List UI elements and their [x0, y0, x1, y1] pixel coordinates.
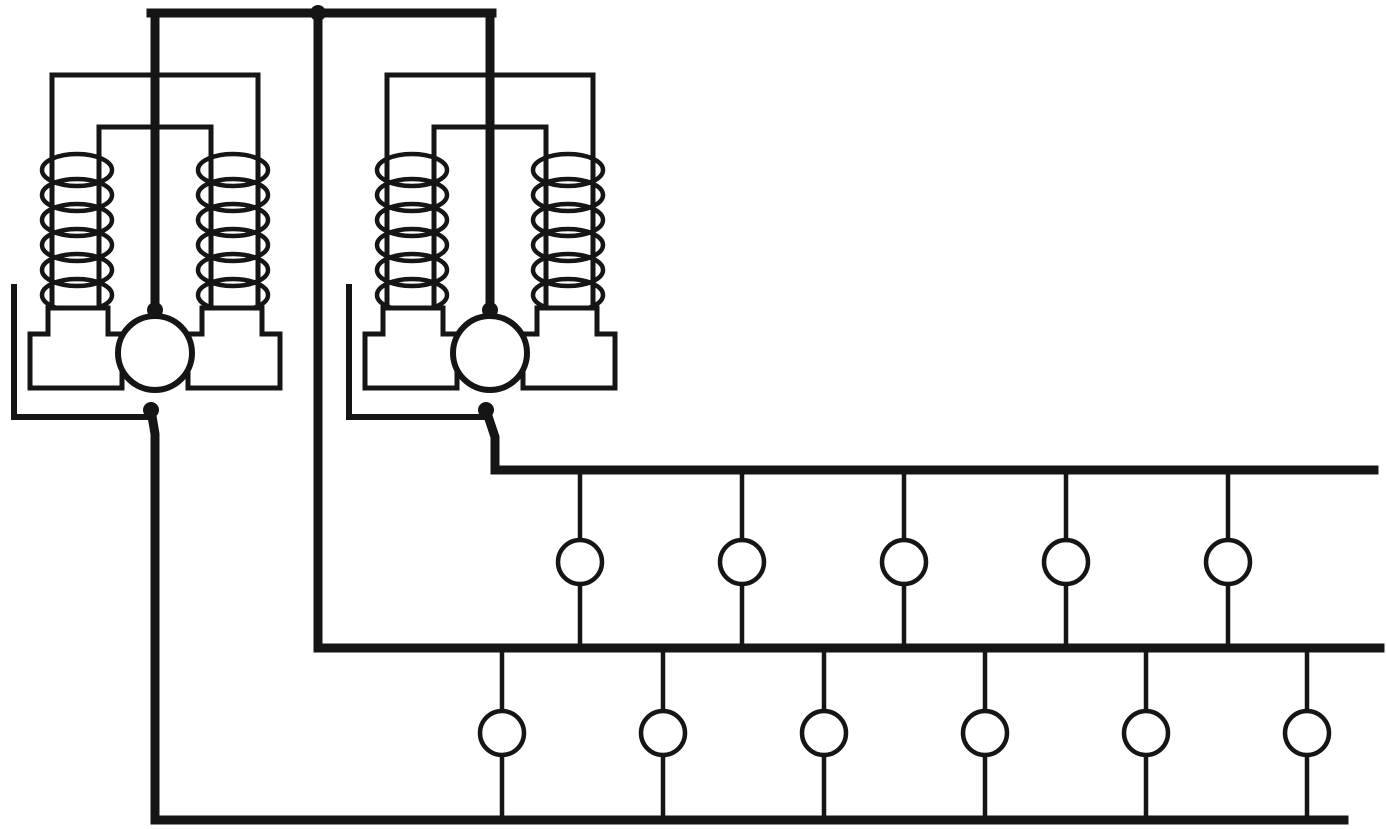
upper-lamp-row-lamp	[1203, 537, 1253, 587]
electromagnet-2-inner-frame	[431, 124, 549, 310]
electromagnet-2-left-coil-loop	[374, 151, 450, 189]
electromagnet-2-left-coil-loop	[374, 176, 450, 214]
junction-dot	[482, 302, 498, 318]
electromagnet-1-left-pole	[27, 305, 125, 391]
electromagnet-2-outer-frame	[384, 72, 596, 310]
upper-lamp-row-lamp	[555, 537, 605, 587]
electromagnet-1-outer-frame	[49, 72, 261, 310]
lower-lamp-row-lamp	[477, 708, 527, 758]
electromagnet-1-armature-roller	[115, 313, 195, 393]
junction-dot	[143, 402, 159, 418]
electromagnet-1-right-pole	[185, 305, 283, 391]
upper-lamp-row-lamp	[879, 537, 929, 587]
lower-lamp-row-lamp	[799, 708, 849, 758]
upper-lamp-row-lamp	[717, 537, 767, 587]
electromagnet-2-right-coil-loop	[530, 251, 606, 289]
magnet1-return-to-bottom-bus	[145, 404, 160, 825]
upper-lamp-row-lamp	[1041, 537, 1091, 587]
electromagnet-2-right-coil-loop	[530, 151, 606, 189]
electromagnet-2-left-coil-loop	[374, 201, 450, 239]
electromagnet-1-left-coil-loop	[39, 251, 115, 289]
electromagnet-2-right-pole	[520, 305, 618, 391]
electromagnet-2-left-coil-loop	[374, 251, 450, 289]
electromagnet-1-right-coil-loop	[195, 251, 271, 289]
electromagnet-1-left-coil-loop	[39, 176, 115, 214]
lower-lamp-row-lamp	[1121, 708, 1171, 758]
junction-dot	[310, 5, 326, 21]
electromagnet-2-armature-roller	[450, 313, 530, 393]
electromagnet-2-armature-bracket	[346, 284, 488, 420]
electromagnet-1-armature-bracket	[11, 284, 153, 420]
electromagnet-1-right-coil-loop	[195, 176, 271, 214]
electromagnet-2-left-pole	[362, 305, 460, 391]
electromagnet-1-inner-frame	[96, 124, 214, 310]
lower-lamp-row-lamp	[638, 708, 688, 758]
electromagnet-1-right-coil-loop	[195, 201, 271, 239]
electromagnet-2-right-coil-loop	[530, 201, 606, 239]
lower-lamp-row-lamp	[1282, 708, 1332, 758]
electromagnet-1-left-coil-loop	[39, 151, 115, 189]
lower-lamp-row-lamp	[960, 708, 1010, 758]
middle-riser-and-bus	[313, 8, 1385, 653]
electromagnet-1-right-coil-loop	[195, 151, 271, 189]
electromagnet-1-left-coil-loop	[39, 226, 115, 264]
electromagnet-1-left-coil-loop	[39, 201, 115, 239]
electromagnet-2-right-coil-loop	[530, 176, 606, 214]
junction-dot	[147, 302, 163, 318]
junction-dot	[478, 402, 494, 418]
electromagnet-2-right-coil-loop	[530, 226, 606, 264]
magnet2-lead-to-upper-bus	[480, 404, 500, 475]
electromagnet-1-right-coil-loop	[195, 226, 271, 264]
electromagnet-2-left-coil-loop	[374, 226, 450, 264]
